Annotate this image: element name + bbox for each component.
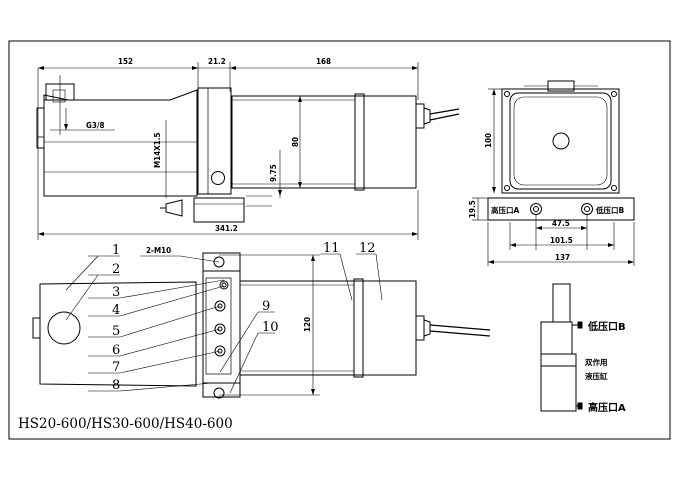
dim-100: 100 [484, 133, 493, 148]
callout-8: 8 [112, 378, 120, 393]
callout-2: 2 [112, 262, 120, 277]
dim-137: 137 [555, 253, 570, 262]
callout-5: 5 [112, 324, 120, 339]
callout-4: 4 [112, 303, 120, 318]
dim-9-75: 9.75 [269, 164, 278, 182]
callout-10: 10 [262, 320, 279, 335]
port-g3-8: G3/8 [86, 121, 105, 130]
dim-21-2: 21.2 [208, 57, 226, 66]
dim-80: 80 [291, 137, 300, 147]
label-port-b-end: 低压口B [595, 205, 624, 215]
callout-7: 7 [112, 360, 120, 375]
callout-12: 12 [359, 241, 376, 256]
dim-101-5: 101.5 [550, 236, 573, 245]
end-view [472, 80, 635, 266]
dim-152: 152 [118, 57, 133, 66]
label-hydraulic-cylinder: 液压缸 [585, 371, 608, 381]
callout-6: 6 [112, 343, 120, 358]
dim-168: 168 [316, 57, 331, 66]
side-view [36, 62, 460, 240]
callout-11: 11 [323, 241, 340, 256]
model-label: HS20-600/HS30-600/HS40-600 [18, 416, 233, 432]
dim-47-5: 47.5 [552, 219, 570, 228]
dim-120: 120 [303, 317, 312, 332]
label-double-acting: 双作用 [585, 357, 608, 367]
label-port-b: 低压口B [587, 320, 626, 333]
callout-1: 1 [112, 243, 120, 258]
plan-view [32, 252, 491, 399]
drawing-border [8, 40, 671, 440]
callout-9: 9 [262, 299, 270, 314]
dim-19-5: 19.5 [468, 200, 477, 218]
label-2-m10: 2-M10 [146, 246, 171, 255]
callout-3: 3 [112, 285, 120, 300]
dim-341-2: 341.2 [215, 224, 238, 233]
cylinder-schematic [540, 283, 583, 412]
label-port-a: 高压口A [588, 401, 626, 414]
dim-m14: M14X1.5 [153, 133, 162, 168]
label-port-a-end: 高压口A [491, 205, 519, 215]
